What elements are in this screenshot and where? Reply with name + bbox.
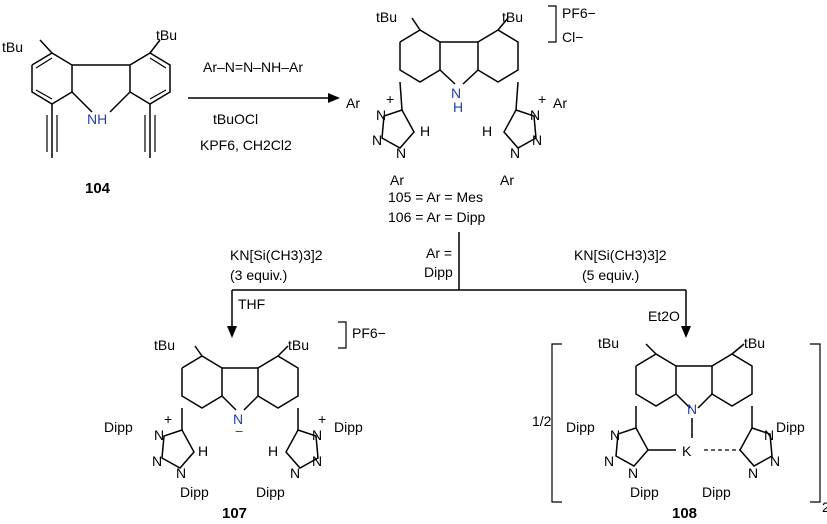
plus-charge: +: [386, 91, 394, 107]
n-label: N: [610, 427, 620, 443]
compound-104: tBu tBu NH 104: [2, 27, 177, 197]
n-label: N: [152, 453, 162, 469]
ar-condition-dipp: Dipp: [424, 264, 453, 280]
compound-108: 2 1/2 tBu tBu N K Dipp N N N Dipp N Dipp…: [532, 335, 827, 522]
counterion-pf6: PF6−: [562, 5, 596, 21]
compound-number-108: 108: [672, 505, 697, 522]
plus-charge: +: [318, 411, 326, 427]
reagent-salt-solvent: KPF6, CH2Cl2: [200, 137, 292, 153]
dipp-label: Dipp: [702, 484, 731, 500]
dipp-label: Dipp: [776, 419, 805, 435]
n-label: N: [604, 453, 614, 469]
n-label: N: [176, 465, 186, 481]
dipp-label: Dipp: [630, 484, 659, 500]
base-equiv-left: (3 equiv.): [230, 267, 287, 283]
n-plus-label: N: [312, 427, 322, 443]
base-reagent-right: KN[Si(CH3)3]2: [574, 247, 667, 263]
solvent-left: THF: [238, 296, 265, 312]
n-label: N: [628, 465, 638, 481]
ar-condition: Ar =: [426, 245, 452, 261]
dipp-label: Dipp: [180, 484, 209, 500]
n-label: N: [312, 453, 322, 469]
reagent-triazene: Ar–N=N–NH–Ar: [203, 59, 303, 75]
h-label: H: [482, 123, 492, 139]
aryl-label: Ar: [390, 172, 404, 188]
tbu-label: tBu: [2, 39, 23, 55]
reaction-arrow-1: Ar–N=N–NH–Ar tBuOCl KPF6, CH2Cl2: [188, 59, 340, 153]
n-label: N: [510, 145, 520, 161]
n-anion-label: N: [233, 411, 243, 427]
dipp-label: Dipp: [334, 419, 363, 435]
h-label: H: [268, 443, 278, 459]
compound-107: tBu tBu PF6− N − Dipp N + H N N Dipp H N…: [104, 321, 386, 522]
nh-label: NH: [87, 111, 107, 127]
h-label: H: [420, 123, 430, 139]
n-plus-label: N: [154, 427, 164, 443]
potassium-label: K: [682, 443, 692, 459]
plus-charge: +: [538, 91, 546, 107]
tbu-label: tBu: [598, 335, 619, 351]
nh-label: H: [453, 99, 463, 115]
dipp-label: Dipp: [104, 419, 133, 435]
counterion-pf6: PF6−: [352, 325, 386, 341]
n-label: N: [764, 427, 774, 443]
base-reagent-left: KN[Si(CH3)3]2: [230, 247, 323, 263]
aryl-label: Ar: [553, 95, 567, 111]
n-label: N: [770, 453, 780, 469]
branch-arrows: KN[Si(CH3)3]2 (3 equiv.) THF Ar = Dipp K…: [227, 232, 691, 338]
n-plus-label: N: [376, 107, 386, 123]
nh-label: N: [451, 85, 461, 101]
compound-number-104: 104: [85, 180, 111, 197]
tbu-label: tBu: [154, 337, 175, 353]
aryl-label: Ar: [500, 172, 514, 188]
compound-label-105: 105 = Ar = Mes: [388, 189, 483, 205]
h-label: H: [198, 443, 208, 459]
n-plus-label: N: [530, 107, 540, 123]
n-label: N: [396, 145, 406, 161]
tbu-label: tBu: [376, 9, 397, 25]
dipp-label: Dipp: [566, 419, 595, 435]
tbu-label: tBu: [288, 337, 309, 353]
compound-105-106: tBu tBu N H Ar N + H N N Ar H N + Ar N N…: [346, 5, 596, 225]
solvent-right: Et2O: [648, 308, 680, 324]
compound-number-107: 107: [222, 505, 247, 522]
tbu-label: tBu: [156, 27, 177, 43]
base-equiv-right: (5 equiv.): [582, 267, 639, 283]
half-factor: 1/2: [532, 413, 552, 429]
n-label: N: [748, 465, 758, 481]
counterion-cl: Cl−: [562, 29, 583, 45]
plus-charge: +: [164, 411, 172, 427]
compound-label-106: 106 = Ar = Dipp: [388, 209, 486, 225]
dimer-subscript: 2: [822, 499, 827, 515]
tbu-label: tBu: [502, 9, 523, 25]
reagent-oxidant: tBuOCl: [213, 111, 258, 127]
minus-charge: −: [235, 423, 243, 439]
n-label: N: [290, 465, 300, 481]
aryl-label: Ar: [346, 95, 360, 111]
n-label: N: [532, 132, 542, 148]
n-label: N: [687, 401, 697, 417]
dipp-label: Dipp: [256, 484, 285, 500]
n-label: N: [372, 132, 382, 148]
tbu-label: tBu: [744, 335, 765, 351]
